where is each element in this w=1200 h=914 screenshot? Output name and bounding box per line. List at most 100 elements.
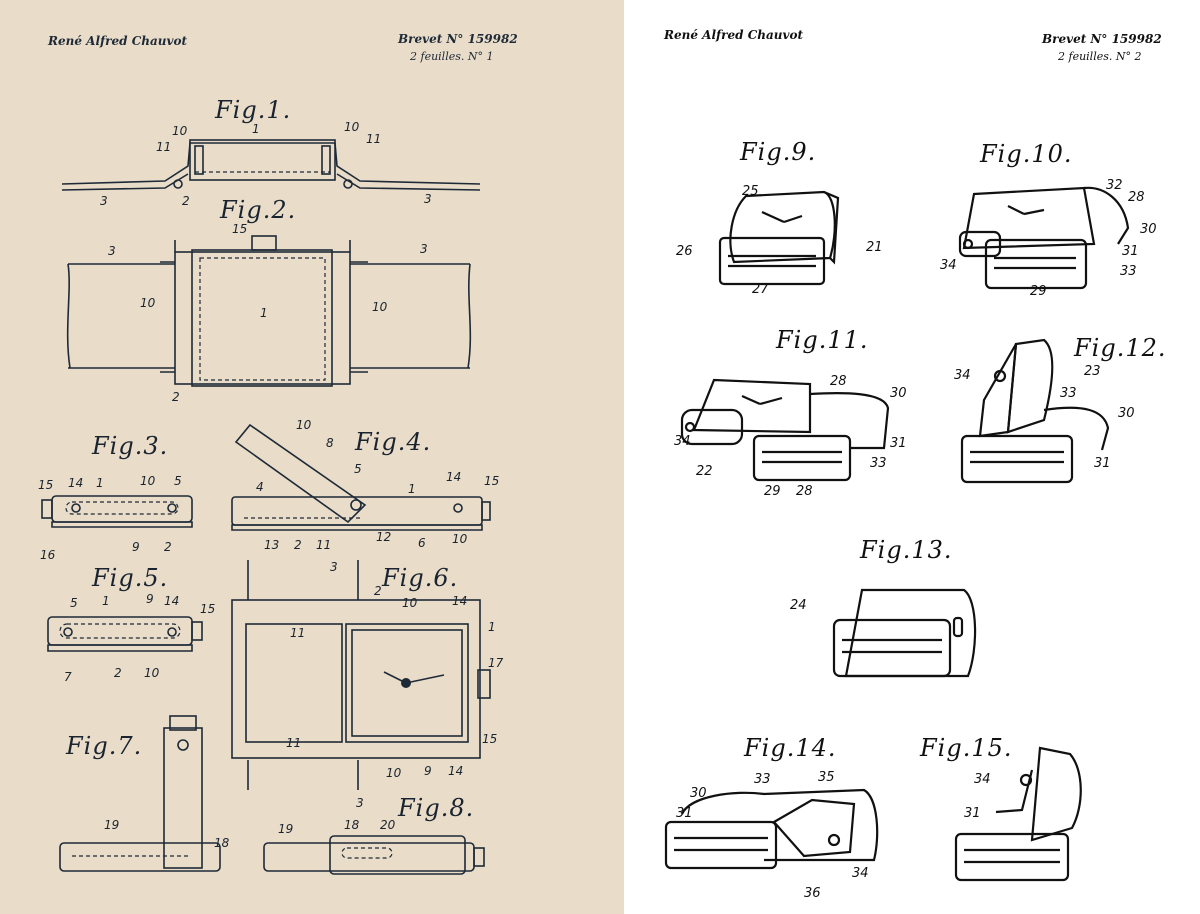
ref-num: 24 [790, 598, 807, 613]
ref-num: 10 [140, 474, 155, 488]
ref-num: 14 [446, 470, 461, 484]
ref-num: 10 [296, 418, 311, 432]
ref-num: 31 [1094, 456, 1111, 471]
ref-num: 9 [424, 764, 432, 778]
ref-num: 19 [278, 822, 293, 836]
ref-num: 33 [754, 772, 771, 787]
ref-num: 1 [260, 306, 268, 320]
ref-num: 3 [108, 244, 116, 258]
ref-num: 33 [870, 456, 887, 471]
ref-num: 11 [290, 626, 305, 640]
ref-num: 34 [674, 434, 691, 449]
ref-num: 18 [214, 836, 229, 850]
ref-num: 2 [172, 390, 180, 404]
ref-num: 10 [140, 296, 155, 310]
fig-3-drawing [42, 496, 192, 527]
fig-2-drawing [68, 236, 471, 386]
ref-num: 6 [418, 536, 426, 550]
fig-10-drawing [960, 188, 1128, 288]
ref-num: 26 [676, 244, 693, 259]
ref-num: 27 [752, 282, 769, 297]
ref-num: 2 [164, 540, 172, 554]
ref-num: 21 [866, 240, 883, 255]
ref-num: 5 [70, 596, 78, 610]
ref-num: 31 [890, 436, 907, 451]
ref-num: 2 [114, 666, 122, 680]
ref-num: 5 [174, 474, 182, 488]
ref-num: 11 [316, 538, 331, 552]
sheet-1-drawings [0, 0, 624, 914]
ref-num: 25 [742, 184, 759, 199]
fig-8-drawing [264, 836, 484, 874]
ref-num: 5 [354, 462, 362, 476]
ref-num: 3 [424, 192, 432, 206]
ref-num: 35 [818, 770, 835, 785]
ref-num: 31 [676, 806, 693, 821]
ref-num: 2 [294, 538, 302, 552]
ref-num: 14 [68, 476, 83, 490]
ref-num: 8 [326, 436, 334, 450]
ref-num: 3 [330, 560, 338, 574]
ref-num: 15 [484, 474, 499, 488]
ref-num: 31 [1122, 244, 1139, 259]
ref-num: 31 [964, 806, 981, 821]
ref-num: 10 [172, 124, 187, 138]
ref-num: 14 [448, 764, 463, 778]
ref-num: 3 [356, 796, 364, 810]
ref-num: 11 [156, 140, 171, 154]
ref-num: 14 [452, 594, 467, 608]
ref-num: 10 [372, 300, 387, 314]
ref-num: 10 [452, 532, 467, 546]
fig-11-drawing [682, 380, 888, 480]
ref-num: 13 [264, 538, 279, 552]
fig-5-drawing [48, 617, 202, 651]
ref-num: 14 [164, 594, 179, 608]
ref-num: 15 [200, 602, 215, 616]
patent-sheet-1: René Alfred Chauvot Brevet N° 159982 2 f… [0, 0, 624, 914]
sheet-2-drawings [624, 0, 1200, 914]
ref-num: 30 [1118, 406, 1135, 421]
fig-1-drawing [62, 140, 480, 190]
ref-num: 34 [974, 772, 991, 787]
ref-num: 33 [1060, 386, 1077, 401]
ref-num: 30 [890, 386, 907, 401]
ref-num: 34 [940, 258, 957, 273]
ref-num: 12 [376, 530, 391, 544]
ref-num: 7 [64, 670, 72, 684]
ref-num: 9 [132, 540, 140, 554]
ref-num: 1 [102, 594, 110, 608]
ref-num: 20 [380, 818, 395, 832]
ref-num: 34 [852, 866, 869, 881]
ref-num: 1 [96, 476, 104, 490]
ref-num: 28 [796, 484, 813, 499]
ref-num: 19 [104, 818, 119, 832]
ref-num: 15 [482, 732, 497, 746]
ref-num: 3 [420, 242, 428, 256]
ref-num: 1 [488, 620, 496, 634]
ref-num: 16 [40, 548, 55, 562]
ref-num: 29 [1030, 284, 1047, 299]
ref-num: 2 [182, 194, 190, 208]
ref-num: 1 [252, 122, 260, 136]
ref-num: 15 [38, 478, 53, 492]
ref-num: 11 [286, 736, 301, 750]
ref-num: 10 [386, 766, 401, 780]
ref-num: 11 [366, 132, 381, 146]
ref-num: 36 [804, 886, 821, 901]
ref-num: 4 [256, 480, 264, 494]
ref-num: 17 [488, 656, 503, 670]
fig-9-drawing [720, 192, 838, 284]
ref-num: 3 [100, 194, 108, 208]
ref-num: 32 [1106, 178, 1123, 193]
fig-12-drawing [962, 340, 1108, 482]
ref-num: 30 [1140, 222, 1157, 237]
ref-num: 34 [954, 368, 971, 383]
ref-num: 10 [144, 666, 159, 680]
fig-14-drawing [666, 790, 877, 868]
ref-num: 1 [408, 482, 416, 496]
patent-sheet-2: René Alfred Chauvot Brevet N° 159982 2 f… [624, 0, 1200, 914]
fig-13-drawing [834, 590, 975, 676]
ref-num: 15 [232, 222, 247, 236]
ref-num: 18 [344, 818, 359, 832]
ref-num: 28 [1128, 190, 1145, 205]
